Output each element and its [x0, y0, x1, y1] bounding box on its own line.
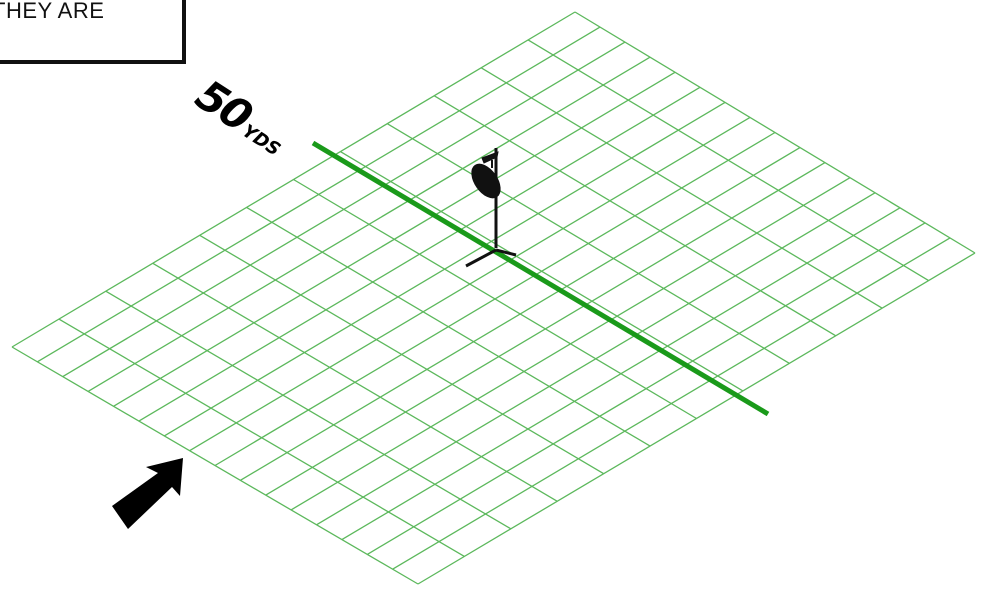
- grid-line: [392, 237, 951, 570]
- fifty-yard-line: [311, 140, 770, 417]
- target-stand-icon: [465, 148, 517, 268]
- grid-line: [163, 101, 726, 437]
- grid-line: [366, 222, 926, 555]
- grid-line: [290, 177, 851, 511]
- ground-grid: [11, 11, 976, 585]
- grid-line: [316, 192, 876, 526]
- grid-line: [265, 162, 826, 496]
- direction-arrow-icon: [112, 458, 183, 529]
- caption-box: THEY ARE: [0, 0, 186, 64]
- grid-line: [87, 56, 651, 392]
- grid-line: [113, 71, 676, 407]
- grid-line: [214, 131, 776, 467]
- caption-text: THEY ARE: [0, 0, 105, 23]
- grid-line: [138, 86, 701, 422]
- grid-line: [62, 41, 626, 378]
- grid-line: [189, 116, 751, 452]
- grid-line: [240, 147, 801, 481]
- grid-line: [11, 11, 576, 348]
- grid-line: [37, 26, 601, 363]
- grid-line: [417, 252, 976, 585]
- grid-line: [341, 207, 901, 541]
